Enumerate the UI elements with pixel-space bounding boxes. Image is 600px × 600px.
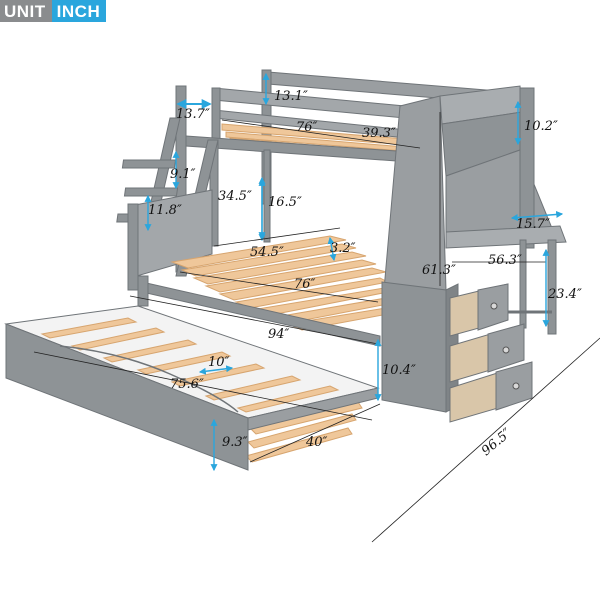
dimension-lines <box>33 72 600 543</box>
dim-top-width: 39.3″ <box>362 126 396 141</box>
dimension-labels: 13.1″ 13.7″ 76″ 39.3″ 10.2″ 9.1″ 34.5″ 1… <box>148 89 582 459</box>
drawer-3 <box>449 361 533 423</box>
dim-ladder-top: 13.7″ <box>176 107 210 122</box>
top-bunk <box>175 69 511 273</box>
inch-label: INCH <box>51 0 107 22</box>
dim-slat-gap: 3.2″ <box>330 241 356 256</box>
dim-trundle-height: 9.3″ <box>222 435 248 450</box>
dim-footboard: 11.8″ <box>148 203 182 218</box>
dim-ladder-step: 9.1″ <box>170 167 196 182</box>
dim-desk-height: 23.4″ <box>547 287 582 302</box>
dim-lower-length: 76″ <box>294 277 316 292</box>
dim-trundle-rail: 10.4″ <box>382 363 416 378</box>
dim-lower-width: 54.5″ <box>250 245 284 260</box>
dim-total-height: 61.3″ <box>422 263 456 278</box>
top-front-post <box>211 87 221 145</box>
drawers <box>449 283 533 423</box>
unit-label: UNIT <box>0 0 52 22</box>
dim-trundle-width: 40″ <box>305 435 328 450</box>
dim-clearance: 34.5″ <box>218 189 252 204</box>
dim-overall-length: 94″ <box>268 327 290 342</box>
unit-inch-badge: UNIT INCH <box>0 0 107 22</box>
dim-rail-height-top: 13.1″ <box>274 89 308 104</box>
dim-trundle-length: 75.6″ <box>170 377 204 392</box>
lower-foot-post <box>137 275 149 307</box>
drawer-2 <box>449 323 525 383</box>
storage-tower <box>381 85 567 413</box>
drawer-1 <box>449 283 509 337</box>
dim-lower-rail: 16.5″ <box>268 195 302 210</box>
dim-top-length: 76″ <box>296 120 318 135</box>
dim-shelf-height: 10.2″ <box>524 119 558 134</box>
dim-desk-depth: 15.7″ <box>516 217 550 232</box>
dim-desk-width: 56.3″ <box>488 253 522 268</box>
dim-trundle-slat-gap: 10″ <box>208 355 230 370</box>
trundle-front <box>5 323 249 471</box>
